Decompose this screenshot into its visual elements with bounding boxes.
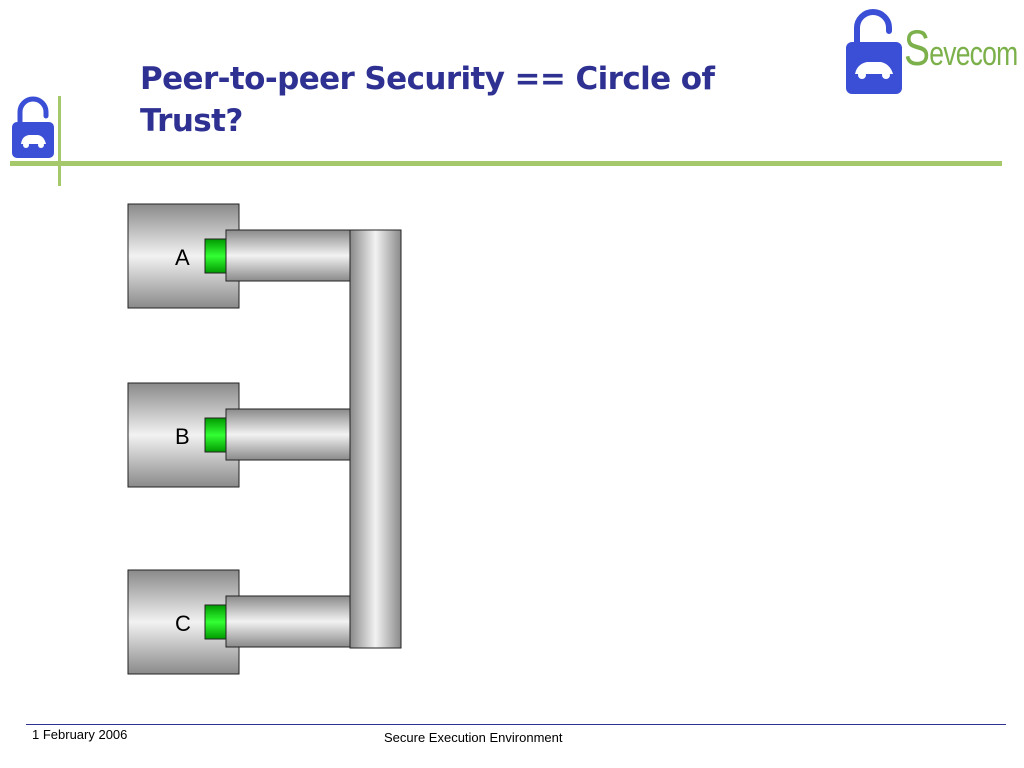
connector-a [204,238,227,274]
trust-bus [349,229,402,649]
brand-name: Sevecom [904,20,1018,76]
node-c [127,569,351,675]
accent-horizontal-line [10,161,1002,166]
connector-c [204,604,227,640]
sevecom-logo [846,9,902,94]
node-label-c: C [175,611,191,636]
node-a [127,203,351,309]
node-label-a: A [175,245,190,270]
accent-vertical-line [58,96,61,186]
node-label-b: B [175,424,190,449]
connector-b [204,417,227,453]
node-b [127,382,351,488]
page-title: Peer-to-peer Security == Circle of Trust… [140,61,715,139]
footer-divider [26,724,1006,725]
padlock-car-icon [12,96,54,158]
footer-date: 1 February 2006 [32,727,128,742]
footer-title: Secure Execution Environment [384,730,563,745]
